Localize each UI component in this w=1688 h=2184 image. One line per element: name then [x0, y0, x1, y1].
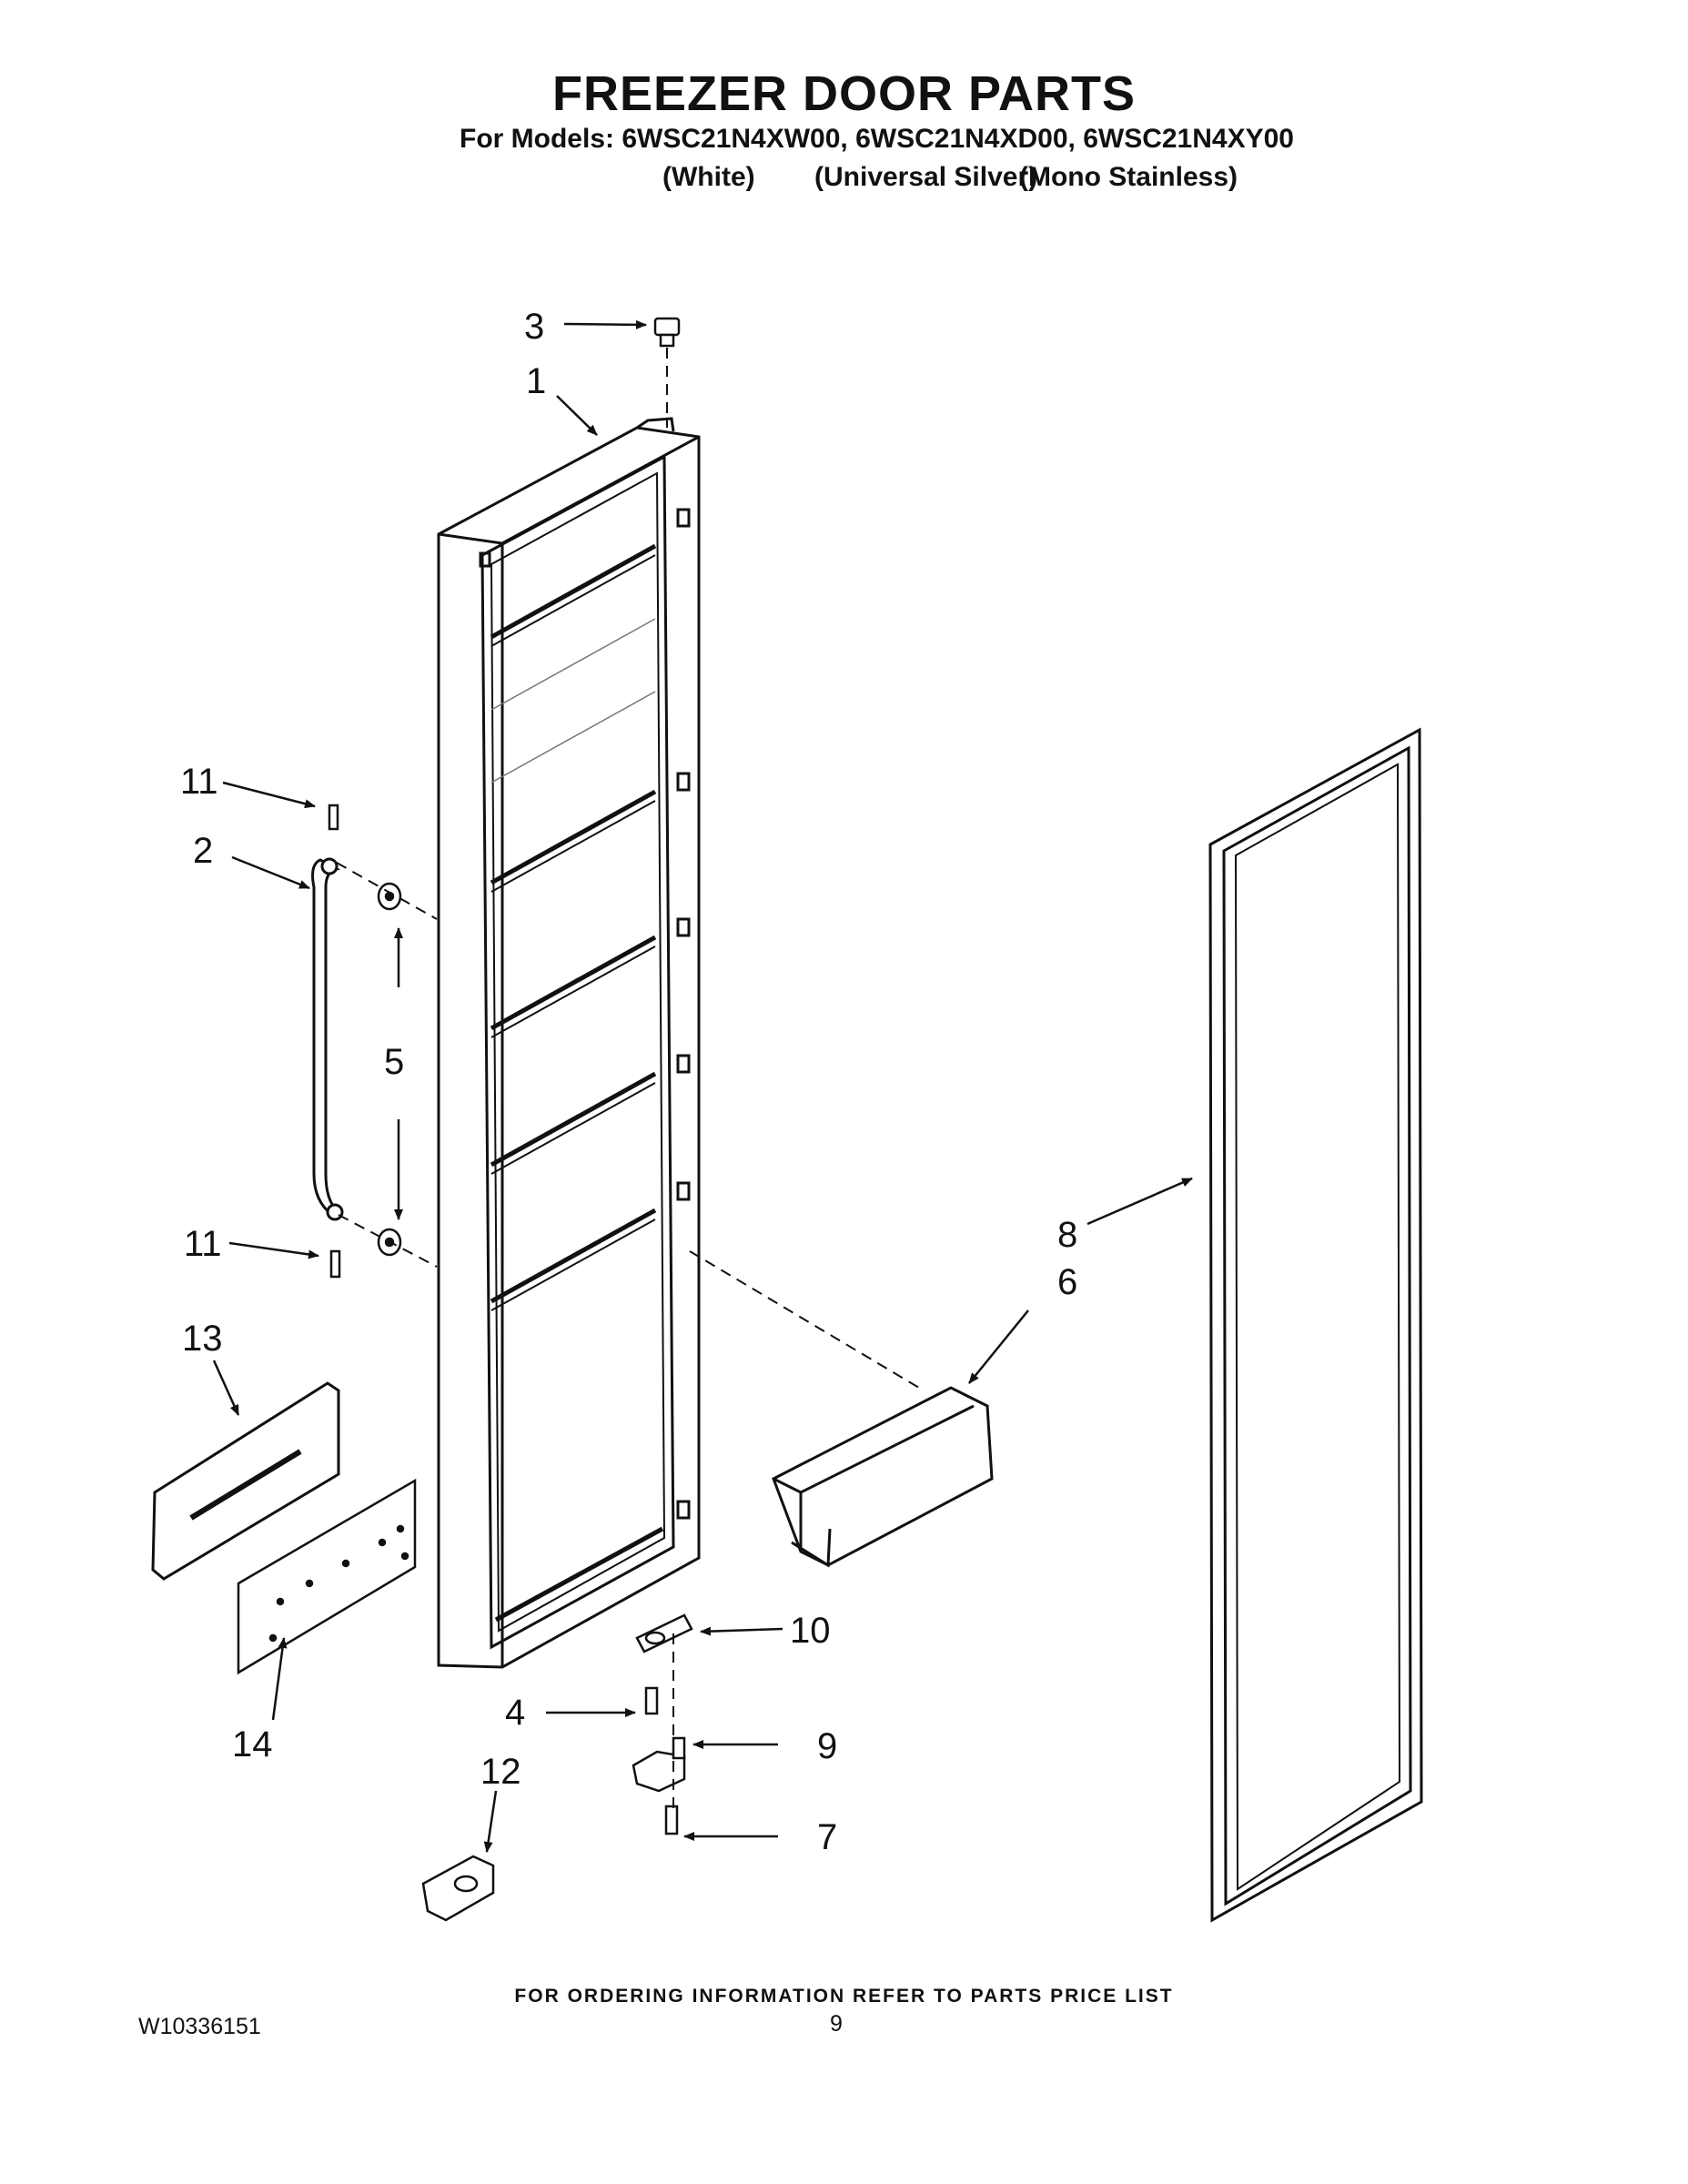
callout-12: 12 — [480, 1752, 521, 1792]
page-title: FREEZER DOOR PARTS — [551, 66, 1137, 121]
callout-labels: 3 1 11 2 5 11 13 14 8 6 10 4 9 12 7 — [180, 307, 1077, 1857]
door-gasket — [1208, 727, 1423, 1923]
page-number: 9 — [830, 2011, 843, 2037]
callout-6: 6 — [1057, 1262, 1077, 1302]
callout-11-top: 11 — [180, 762, 218, 802]
variant-mono-stainless: (Mono Stainless) — [1019, 162, 1238, 192]
callout-5: 5 — [384, 1042, 404, 1082]
ordering-note: FOR ORDERING INFORMATION REFER TO PARTS … — [514, 1986, 1174, 2007]
callout-13: 13 — [182, 1319, 223, 1359]
callout-10: 10 — [790, 1611, 831, 1651]
callout-1: 1 — [526, 361, 546, 401]
door-handle — [311, 857, 344, 1221]
top-hinge-plug — [653, 317, 681, 348]
callout-8: 8 — [1057, 1215, 1077, 1255]
dispenser-trim-panel — [151, 1381, 340, 1581]
freezer-door-panel — [437, 417, 701, 1669]
callout-11-bottom: 11 — [184, 1224, 222, 1264]
assembly-lines — [336, 348, 920, 1811]
models-line: For Models: 6WSC21N4XW00, 6WSC21N4XD00, … — [460, 124, 1294, 154]
leader-arrows — [212, 319, 1193, 1853]
variant-universal-silver: (Universal Silver) — [814, 162, 1038, 192]
document-number: W10336151 — [138, 2014, 261, 2039]
callout-2: 2 — [193, 831, 213, 871]
callout-3: 3 — [524, 307, 544, 347]
door-bin — [772, 1386, 994, 1568]
hinge-parts — [421, 1613, 693, 1922]
callout-9: 9 — [817, 1726, 837, 1766]
control-board — [237, 1478, 417, 1675]
callout-14: 14 — [232, 1724, 273, 1764]
callout-7: 7 — [817, 1817, 837, 1857]
variant-white: (White) — [662, 162, 755, 192]
callout-4: 4 — [505, 1693, 525, 1733]
